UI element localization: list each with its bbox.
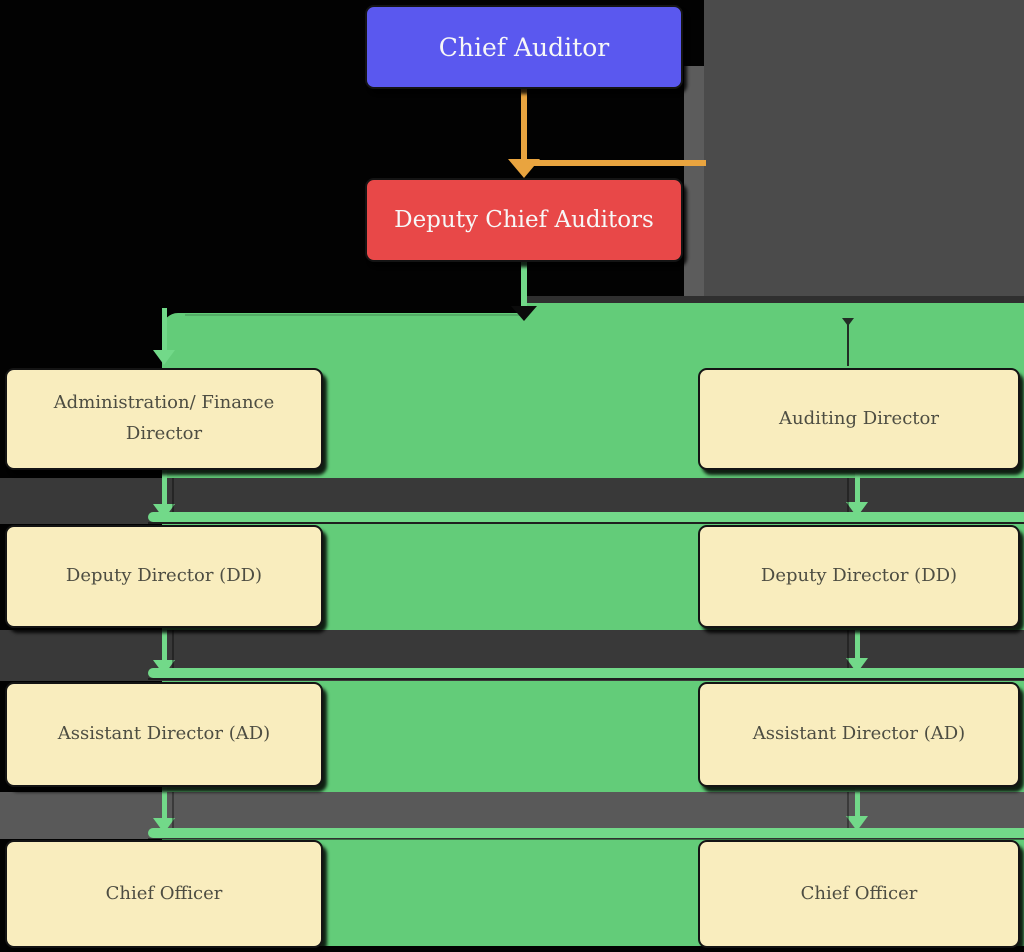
connector-orange-horizontal [524, 160, 706, 166]
arrow-down-small-icon [842, 318, 854, 326]
node-label: Deputy Director (DD) [65, 565, 263, 587]
connector-left-2 [162, 628, 167, 662]
connector-rail-1-shadow [148, 522, 1024, 524]
connector-level2-down [521, 262, 527, 312]
connector-right-3 [855, 788, 860, 818]
background-panel-gray [704, 0, 1024, 296]
arrow-down-icon [846, 816, 868, 831]
connector-rail-3-shadow [148, 838, 1024, 840]
node-label: Chief Auditor [438, 32, 610, 62]
connector-right-branch-shadow [847, 318, 849, 366]
node-label: Chief Officer [105, 882, 223, 904]
arrow-down-icon [153, 660, 175, 675]
connector-right-1 [855, 472, 860, 504]
node-chief-auditor: Chief Auditor [365, 5, 683, 89]
arrow-down-junction-icon [511, 306, 537, 321]
node-label: Administration/ Finance Director [53, 392, 275, 444]
node-right-assistant-director: Assistant Director (AD) [698, 682, 1020, 787]
node-right-chief-officer: Chief Officer [698, 840, 1020, 948]
node-admin-finance-director: Administration/ Finance Director [5, 368, 323, 470]
connector-rail-1 [148, 512, 1024, 522]
connector-rail-2 [148, 668, 1024, 678]
node-left-assistant-director: Assistant Director (AD) [5, 682, 323, 787]
arrow-down-icon [153, 504, 175, 519]
connector-left-3 [162, 787, 167, 820]
connector-left-1 [162, 470, 167, 506]
node-label: Auditing Director [779, 407, 939, 429]
connector-shadow [172, 630, 174, 668]
connector-shadow [847, 792, 849, 828]
node-auditing-director: Auditing Director [698, 368, 1020, 470]
connector-shadow [847, 630, 849, 668]
node-label: Deputy Chief Auditors [394, 207, 654, 233]
node-label: Assistant Director (AD) [57, 723, 271, 745]
node-right-deputy-director: Deputy Director (DD) [698, 525, 1020, 628]
arrow-down-icon [153, 818, 175, 833]
arrow-down-icon [153, 350, 175, 365]
node-label: Chief Officer [800, 882, 918, 904]
node-label: Deputy Director (DD) [760, 565, 958, 587]
node-left-deputy-director: Deputy Director (DD) [5, 525, 323, 628]
node-left-chief-officer: Chief Officer [5, 840, 323, 948]
arrow-down-orange-icon [508, 159, 540, 178]
branch-rail-shadow [185, 314, 520, 316]
connector-right-2 [855, 630, 860, 660]
background-dark-strip [524, 296, 1024, 303]
node-deputy-chief-auditors: Deputy Chief Auditors [365, 178, 683, 262]
background-panel-edge [684, 66, 704, 296]
connector-shadow [847, 478, 849, 512]
connector-shadow [172, 478, 174, 512]
connector-rail-3 [148, 828, 1024, 838]
connector-shadow [172, 792, 174, 828]
connector-left-branch [162, 308, 167, 352]
node-label: Assistant Director (AD) [752, 723, 966, 745]
arrow-down-icon [846, 502, 868, 517]
arrow-down-icon [846, 658, 868, 673]
connector-orange-vertical [521, 88, 527, 162]
connector-rail-2-shadow [148, 678, 1024, 680]
